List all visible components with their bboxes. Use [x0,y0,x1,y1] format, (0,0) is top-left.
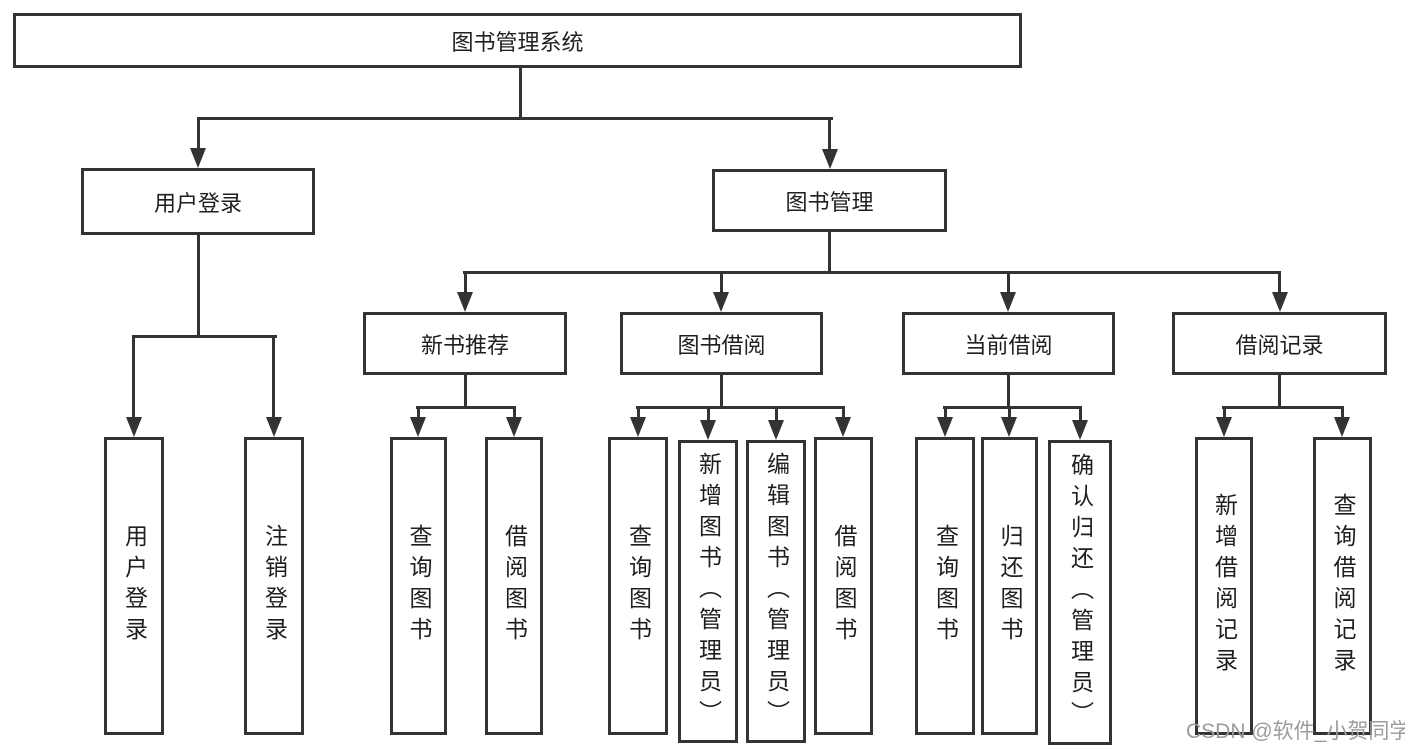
connector-line [463,271,1281,274]
arrow-down-icon [1000,292,1016,312]
connector-line [636,406,845,409]
connector-line [1222,406,1344,409]
connector-line [1079,409,1082,421]
connector-line [197,119,200,150]
connector-line [416,406,516,409]
node-add-borrow-record: 新增借阅记录 [1195,437,1253,735]
connector-line [1341,409,1344,419]
node-new-book-recommendation: 新书推荐 [363,312,567,375]
connector-line [1007,274,1010,294]
connector-line [417,409,420,419]
connector-line [464,274,467,294]
arrow-down-icon [700,420,716,440]
node-query-borrow-record: 查询借阅记录 [1313,437,1372,735]
connector-line [1008,409,1011,419]
connector-line [720,274,723,294]
arrow-down-icon [126,417,142,437]
node-user-login-action: 用户登录 [104,437,164,735]
connector-line [828,119,831,150]
connector-line [828,232,831,274]
node-return-books: 归还图书 [981,437,1038,735]
csdn-watermark: CSDN @软件_小贺同学 [1186,720,1405,743]
node-book-management: 图书管理 [712,169,947,232]
arrow-down-icon [266,417,282,437]
node-logout-action: 注销登录 [244,437,304,735]
node-query-books-borrowing: 查询图书 [608,437,668,735]
connector-line [1223,409,1226,419]
connector-line [132,338,135,418]
arrow-down-icon [410,417,426,437]
connector-line [1278,274,1281,294]
connector-line [720,375,723,409]
arrow-down-icon [1272,292,1288,312]
arrow-down-icon [822,149,838,169]
node-query-books-current: 查询图书 [915,437,975,735]
connector-line [707,409,710,421]
arrow-down-icon [835,417,851,437]
connector-line [1007,375,1010,409]
connector-line [197,117,833,120]
node-add-books-admin: 新增图书（管理员） [678,440,738,743]
node-borrow-books-recommend: 借阅图书 [485,437,543,735]
arrow-down-icon [190,148,206,168]
arrow-down-icon [1334,417,1350,437]
connector-line [1278,375,1281,409]
node-borrow-books-borrowing: 借阅图书 [814,437,873,735]
connector-line [944,409,947,419]
node-user-login: 用户登录 [81,168,315,235]
arrow-down-icon [937,417,953,437]
connector-line [197,235,200,338]
connector-line [637,409,640,419]
connector-line [272,338,275,418]
node-edit-books-admin: 编辑图书（管理员） [746,440,806,743]
node-query-books-recommend: 查询图书 [390,437,447,735]
connector-line [519,66,522,120]
connector-line [464,375,467,409]
arrow-down-icon [1072,420,1088,440]
connector-line [775,409,778,421]
connector-line [513,409,516,419]
node-borrowing-records: 借阅记录 [1172,312,1387,375]
arrow-down-icon [457,292,473,312]
arrow-down-icon [713,292,729,312]
arrow-down-icon [1001,417,1017,437]
arrow-down-icon [506,417,522,437]
connector-line [842,409,845,419]
connector-line [132,335,277,338]
node-current-borrowing: 当前借阅 [902,312,1115,375]
node-confirm-return-admin: 确认归还（管理员） [1048,440,1112,745]
node-book-borrowing: 图书借阅 [620,312,823,375]
arrow-down-icon [1216,417,1232,437]
node-library-management-system: 图书管理系统 [13,13,1022,68]
arrow-down-icon [630,417,646,437]
connector-line [943,406,1082,409]
arrow-down-icon [768,420,784,440]
